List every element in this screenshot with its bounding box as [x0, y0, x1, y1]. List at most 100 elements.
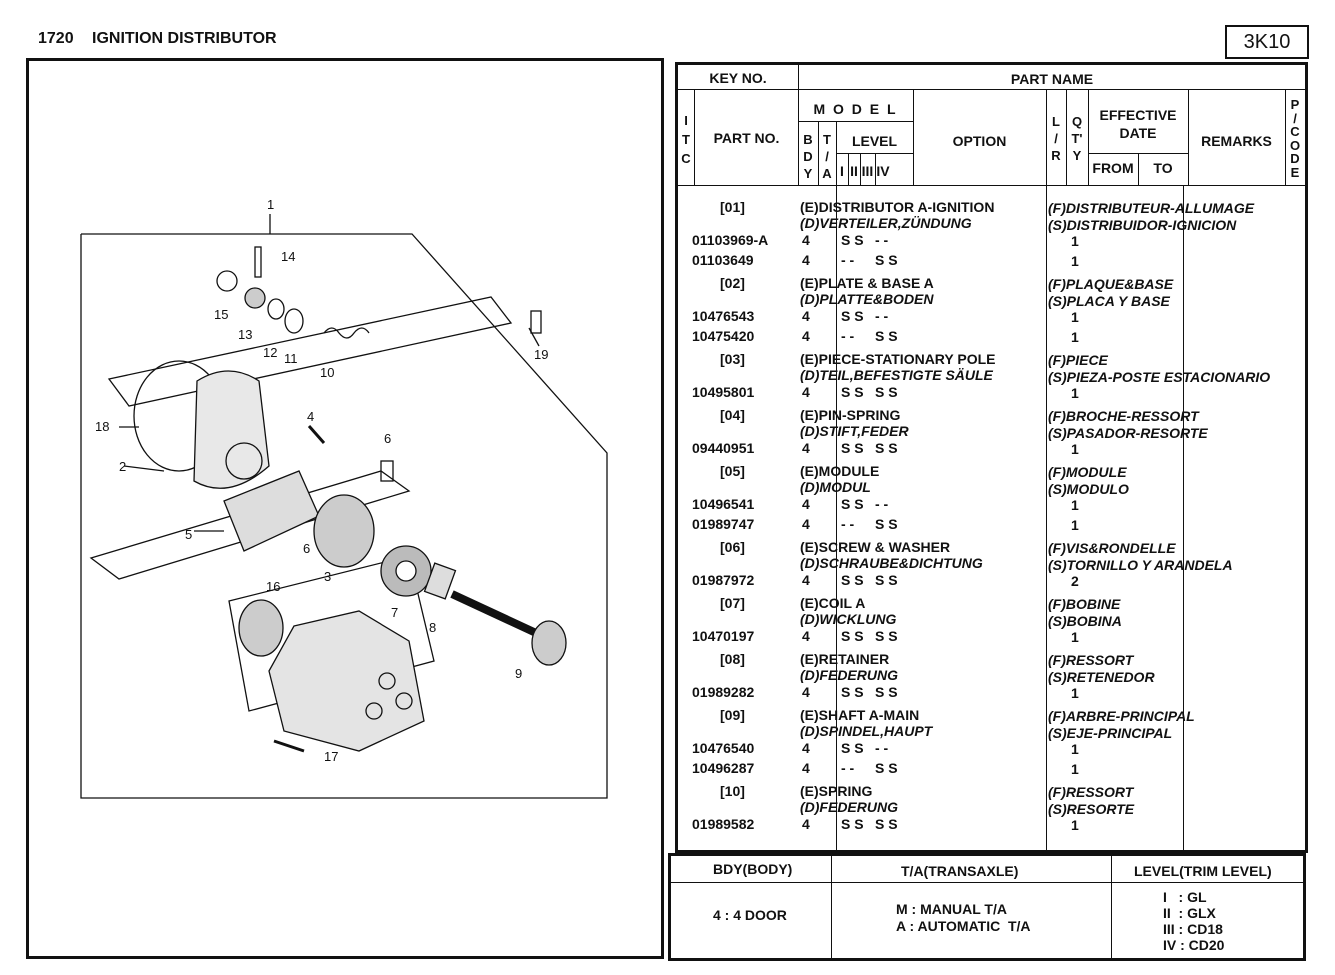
part-name-de: (D)VERTEILER,ZÜNDUNG: [800, 215, 972, 231]
callout-10: 10: [320, 365, 334, 380]
screw-19: [530, 310, 542, 334]
callout-6: 6: [303, 541, 310, 556]
col-level-ii: II: [850, 163, 858, 179]
part-name-de: (D)PLATTE&BODEN: [800, 291, 934, 307]
key-no: [08]: [720, 651, 745, 667]
part-name-es: (S)DISTRIBUIDOR-IGNICION: [1048, 217, 1237, 233]
level-value: S S: [875, 516, 898, 532]
level-value: S S: [875, 384, 898, 400]
col-ta: T / A: [822, 132, 832, 181]
screw-17: [273, 739, 305, 753]
part-name-es: (S)PIEZA-POSTE ESTACIONARIO: [1048, 369, 1271, 385]
bdy-value: 4: [802, 384, 810, 400]
part-number: 10470197: [692, 628, 755, 644]
bdy-value: 4: [802, 740, 810, 756]
screw-6: [380, 460, 394, 482]
callout-11: 11: [284, 351, 298, 366]
legend-level-header: LEVEL(TRIM LEVEL): [1134, 863, 1272, 879]
part-name-es: (S)MODULO: [1048, 481, 1129, 497]
bdy-value: 4: [802, 760, 810, 776]
part-name-fr: (F)MODULE: [1048, 464, 1127, 480]
part-number: 01989582: [692, 816, 755, 832]
callout-13: 13: [238, 327, 252, 342]
ta-value: S S: [841, 384, 864, 400]
legend-bdy-value: 4 : 4 DOOR: [713, 907, 787, 923]
qty-value: 1: [1071, 385, 1079, 401]
legend-level-4: IV : CD20: [1163, 937, 1225, 953]
ta-value: S S: [841, 232, 864, 248]
part-number: 10475420: [692, 328, 755, 344]
level-value: S S: [875, 628, 898, 644]
bdy-value: 4: [802, 628, 810, 644]
part-name-en: (E)PIN-SPRING: [800, 407, 901, 423]
part-name-fr: (F)PLAQUE&BASE: [1048, 276, 1174, 292]
part-name-es: (S)PASADOR-RESORTE: [1048, 425, 1208, 441]
qty-value: 1: [1071, 441, 1079, 457]
callout-14: 14: [281, 249, 295, 264]
bdy-value: 4: [802, 684, 810, 700]
callout-5: 5: [185, 527, 192, 542]
bdy-value: 4: [802, 516, 810, 532]
callout-17: 17: [324, 749, 338, 764]
col-lr: L / R: [1051, 114, 1061, 163]
part-number: 01989747: [692, 516, 755, 532]
level-value: S S: [875, 760, 898, 776]
part-name-en: (E)PLATE & BASE A: [800, 275, 934, 291]
col-part-no: PART NO.: [713, 130, 780, 146]
page-number: 1720: [38, 30, 74, 47]
shaft-9: [450, 590, 551, 643]
callout-6: 6: [384, 431, 391, 446]
part-name-fr: (F)RESSORT: [1048, 784, 1134, 800]
washer-12: [267, 298, 285, 320]
col-option: OPTION: [952, 133, 1007, 149]
part-name-en: (E)DISTRIBUTOR A-IGNITION: [800, 199, 995, 215]
legend-level-3: III : CD18: [1163, 921, 1223, 937]
part-name-es: (S)RETENEDOR: [1048, 669, 1155, 685]
callout-7: 7: [391, 605, 398, 620]
col-model: M O D E L: [813, 101, 898, 117]
retainer-8: [423, 562, 457, 600]
ta-value: S S: [841, 740, 864, 756]
level-value: S S: [875, 328, 898, 344]
col-level: LEVEL: [851, 133, 898, 149]
washer-11: [284, 308, 304, 334]
key-no: [03]: [720, 351, 745, 367]
part-name-de: (D)WICKLUNG: [800, 611, 897, 627]
part-name-de: (D)SPINDEL,HAUPT: [800, 723, 933, 739]
part-name-de: (D)FEDERUNG: [800, 667, 898, 683]
callout-18: 18: [95, 419, 109, 434]
spring-10: [323, 327, 370, 339]
col-part-name: PART NAME: [1010, 71, 1094, 87]
part-number: 10476543: [692, 308, 755, 324]
part-name-de: (D)SCHRAUBE&DICHTUNG: [800, 555, 983, 571]
level-value: S S: [875, 816, 898, 832]
ta-value: S S: [841, 628, 864, 644]
col-itc: I T C: [681, 113, 691, 166]
callout-8: 8: [429, 620, 436, 635]
part-number: 10496541: [692, 496, 755, 512]
legend-ta-header: T/A(TRANSAXLE): [901, 863, 1019, 879]
key-no: [04]: [720, 407, 745, 423]
level-value: - -: [875, 232, 889, 248]
part-number: 10495801: [692, 384, 755, 400]
col-to: TO: [1153, 160, 1173, 176]
pole-piece-3: [313, 494, 375, 568]
level-value: S S: [875, 252, 898, 268]
legend-bdy-header: BDY(BODY): [713, 861, 793, 877]
qty-value: 1: [1071, 497, 1079, 513]
qty-value: 1: [1071, 629, 1079, 645]
washer-13: [244, 287, 266, 309]
qty-value: 1: [1071, 817, 1079, 833]
pin-14: [254, 246, 262, 278]
qty-value: 1: [1071, 233, 1079, 249]
part-name-de: (D)MODUL: [800, 479, 871, 495]
ta-value: S S: [841, 308, 864, 324]
bdy-value: 4: [802, 572, 810, 588]
level-value: - -: [875, 308, 889, 324]
col-bdy: B D Y: [803, 132, 813, 181]
qty-value: 1: [1071, 253, 1079, 269]
part-name-fr: (F)BROCHE-RESSORT: [1048, 408, 1199, 424]
part-number: 01987972: [692, 572, 755, 588]
housing-2: [193, 370, 270, 489]
qty-value: 1: [1071, 761, 1079, 777]
